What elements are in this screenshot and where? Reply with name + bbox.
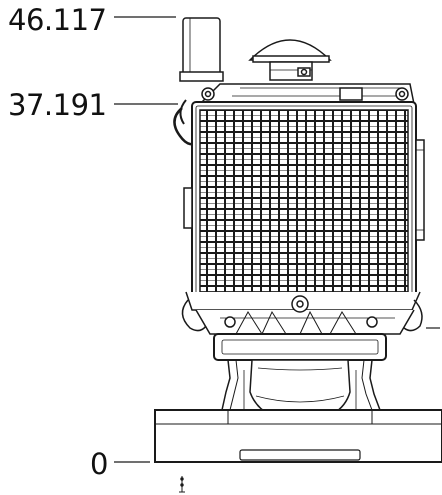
dimension-leaders: [114, 16, 178, 463]
exhaust-pipe: [179, 17, 224, 82]
base-skid: [154, 409, 442, 463]
air-cleaner-dome: [248, 39, 332, 81]
dimension-label-radiator: 37.191: [8, 88, 107, 122]
dimension-label-top: 46.117: [8, 3, 107, 37]
engine-top-housing: [173, 83, 415, 146]
base-marker: [179, 476, 185, 493]
mounting-plate: [213, 333, 387, 361]
radiator: [183, 101, 425, 301]
engine-lower-block: [181, 291, 440, 335]
dimension-label-base: 0: [90, 447, 108, 481]
engine-outline: [154, 17, 442, 493]
